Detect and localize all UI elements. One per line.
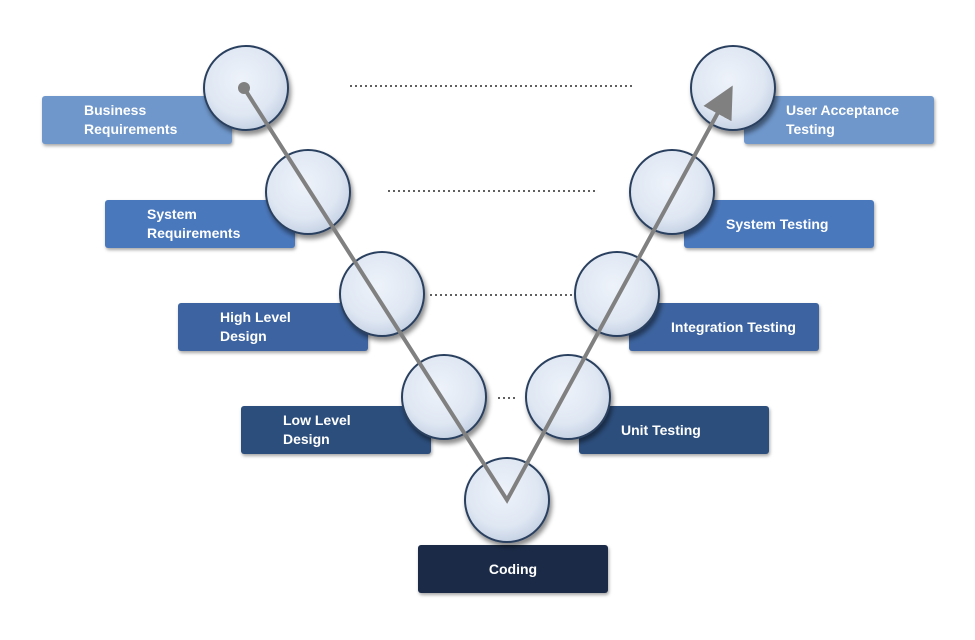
label-low-level-design-text: Low Level Design <box>283 412 351 447</box>
label-system-requirements-text: System Requirements <box>147 206 241 241</box>
v-arrow <box>238 82 733 504</box>
circle-system-testing <box>629 149 715 235</box>
circle-user-acceptance-testing <box>690 45 776 131</box>
label-integration-testing-text: Integration Testing <box>671 318 796 335</box>
circle-system-requirements <box>265 149 351 235</box>
circle-unit-testing <box>525 354 611 440</box>
label-unit-testing-text: Unit Testing <box>621 421 701 438</box>
label-user-acceptance-testing-text: User Acceptance Testing <box>786 102 900 137</box>
circle-low-level-design <box>401 354 487 440</box>
label-coding-text: Coding <box>488 560 538 577</box>
label-system-requirements: System Requirements <box>105 200 295 248</box>
label-system-testing: System Testing <box>684 200 874 248</box>
circle-high-level-design <box>339 251 425 337</box>
label-business-requirements: Business Requirements <box>42 96 232 144</box>
arrow-path <box>242 85 733 504</box>
label-business-requirements-text: Business Requirements <box>84 102 178 137</box>
label-unit-testing: Unit Testing <box>579 406 769 454</box>
label-coding: Coding <box>418 545 608 593</box>
dotted-connectors <box>350 85 632 399</box>
stage-circles <box>203 45 776 543</box>
label-system-testing-text: System Testing <box>726 215 829 232</box>
label-low-level-design: Low Level Design <box>241 406 431 454</box>
label-high-level-design-text: High Level Design <box>220 309 291 344</box>
label-user-acceptance-testing: User Acceptance Testing <box>744 96 934 144</box>
label-high-level-design: High Level Design <box>178 303 368 351</box>
label-integration-testing: Integration Testing <box>629 303 819 351</box>
